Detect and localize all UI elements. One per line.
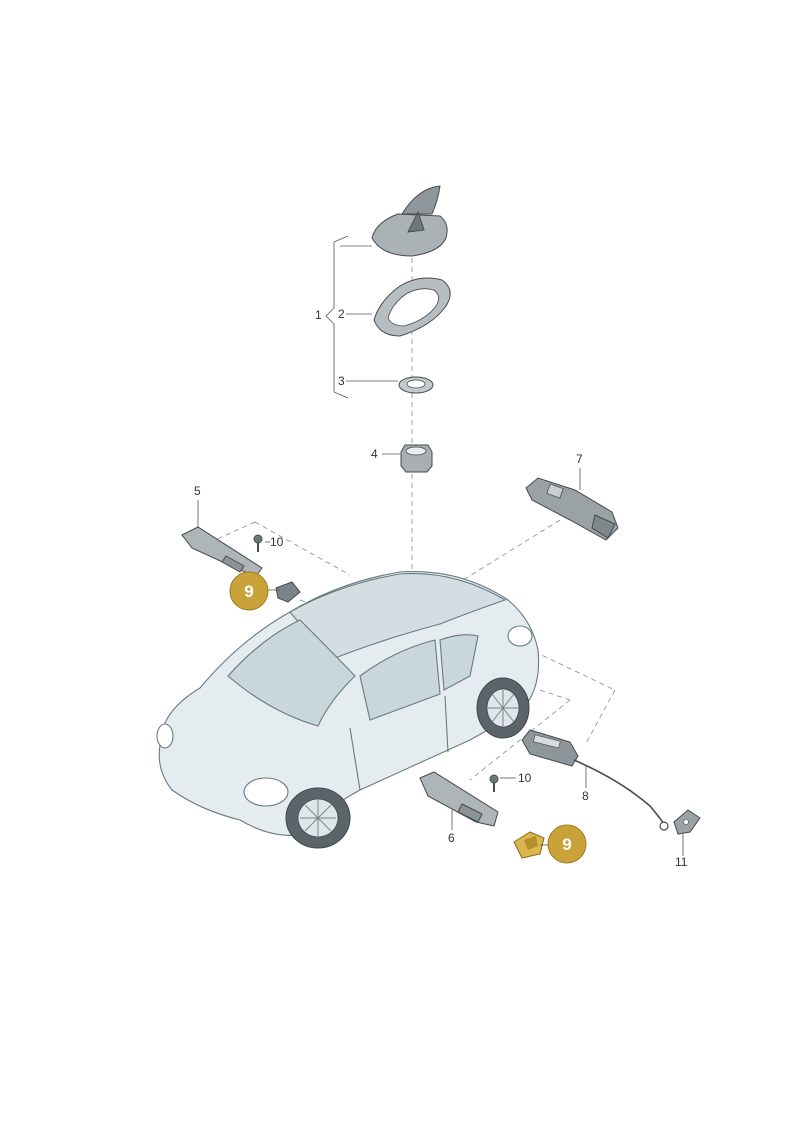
callout-8: 8	[582, 789, 589, 803]
callout-5: 5	[194, 484, 201, 498]
screw-part-10-lower[interactable]	[489, 774, 499, 792]
callout-1: 1	[315, 308, 322, 322]
antenna-cover-part[interactable]	[371, 185, 448, 257]
antenna-strip-part-5[interactable]	[181, 526, 263, 577]
callout-4: 4	[371, 447, 378, 461]
antenna-strip-part-6[interactable]	[419, 771, 499, 827]
callout-10-lower: 10	[518, 771, 532, 785]
callout-11: 11	[675, 855, 688, 869]
group-bracket	[325, 235, 372, 399]
badge-label-upper: 9	[244, 582, 253, 601]
amplifier-part-8[interactable]	[521, 729, 669, 831]
connector-part-9-upper[interactable]	[275, 581, 301, 603]
highlight-badge-upper[interactable]: 9	[229, 571, 269, 611]
highlight-badge-lower[interactable]: 9	[547, 824, 587, 864]
leader-lines	[197, 313, 684, 856]
antenna-seal-part[interactable]	[373, 277, 451, 337]
car-illustration	[156, 571, 540, 849]
callout-6: 6	[448, 831, 455, 845]
connector-part-9-lower[interactable]	[513, 831, 545, 859]
callout-2: 2	[338, 307, 345, 321]
callout-7: 7	[576, 452, 583, 466]
badge-label-lower: 9	[562, 835, 571, 854]
bracket-part-11[interactable]	[673, 809, 701, 835]
callout-10-upper: 10	[270, 535, 284, 549]
nut-part[interactable]	[400, 444, 433, 473]
screw-part-10-upper[interactable]	[253, 534, 263, 552]
callout-3: 3	[338, 374, 345, 388]
module-part-7[interactable]	[525, 477, 619, 541]
washer-part[interactable]	[398, 376, 434, 394]
